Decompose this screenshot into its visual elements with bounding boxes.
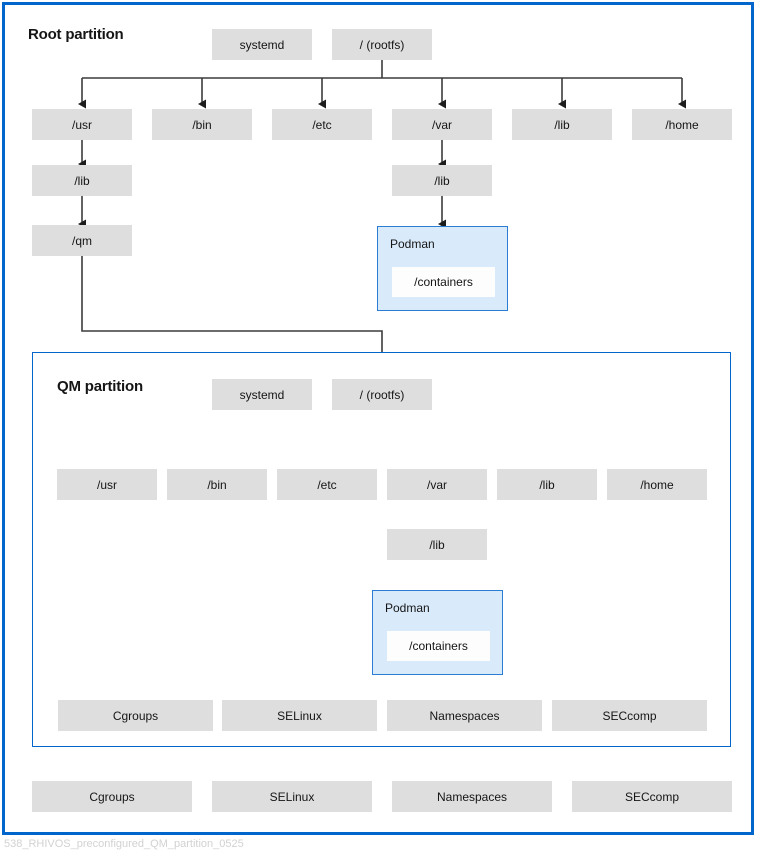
qm-dir-bin[interactable]: /bin: [167, 469, 267, 500]
root-podman-box[interactable]: Podman /containers: [377, 226, 508, 311]
qm-podman-box[interactable]: Podman /containers: [372, 590, 503, 675]
host-feature-cgroups[interactable]: Cgroups: [32, 781, 192, 812]
qm-dir-home[interactable]: /home: [607, 469, 707, 500]
qm-systemd-node[interactable]: systemd: [212, 379, 312, 410]
root-podman-label: Podman: [390, 237, 435, 251]
qm-dir-var[interactable]: /var: [387, 469, 487, 500]
root-usr-lib-node[interactable]: /lib: [32, 165, 132, 196]
root-rootfs-node[interactable]: / (rootfs): [332, 29, 432, 60]
root-dir-lib[interactable]: /lib: [512, 109, 612, 140]
root-dir-home[interactable]: /home: [632, 109, 732, 140]
root-dir-usr[interactable]: /usr: [32, 109, 132, 140]
root-systemd-node[interactable]: systemd: [212, 29, 312, 60]
root-dir-var[interactable]: /var: [392, 109, 492, 140]
qm-dir-usr[interactable]: /usr: [57, 469, 157, 500]
qm-dir-etc[interactable]: /etc: [277, 469, 377, 500]
root-podman-containers-node[interactable]: /containers: [392, 267, 495, 297]
host-feature-namespaces[interactable]: Namespaces: [392, 781, 552, 812]
qm-podman-containers-node[interactable]: /containers: [387, 631, 490, 661]
qm-dir-lib[interactable]: /lib: [497, 469, 597, 500]
root-partition-title: Root partition: [28, 26, 124, 43]
figure-caption: 538_RHIVOS_preconfigured_QM_partition_05…: [4, 838, 244, 850]
qm-rootfs-node[interactable]: / (rootfs): [332, 379, 432, 410]
host-feature-seccomp[interactable]: SECcomp: [572, 781, 732, 812]
qm-feature-seccomp[interactable]: SECcomp: [552, 700, 707, 731]
root-dir-bin[interactable]: /bin: [152, 109, 252, 140]
qm-podman-label: Podman: [385, 601, 430, 615]
qm-feature-cgroups[interactable]: Cgroups: [58, 700, 213, 731]
qm-feature-namespaces[interactable]: Namespaces: [387, 700, 542, 731]
root-var-lib-node[interactable]: /lib: [392, 165, 492, 196]
root-qm-node[interactable]: /qm: [32, 225, 132, 256]
qm-partition-title: QM partition: [57, 378, 143, 395]
root-dir-etc[interactable]: /etc: [272, 109, 372, 140]
qm-var-lib-node[interactable]: /lib: [387, 529, 487, 560]
host-feature-selinux[interactable]: SELinux: [212, 781, 372, 812]
qm-feature-selinux[interactable]: SELinux: [222, 700, 377, 731]
qm-partition-frame: [32, 352, 731, 747]
